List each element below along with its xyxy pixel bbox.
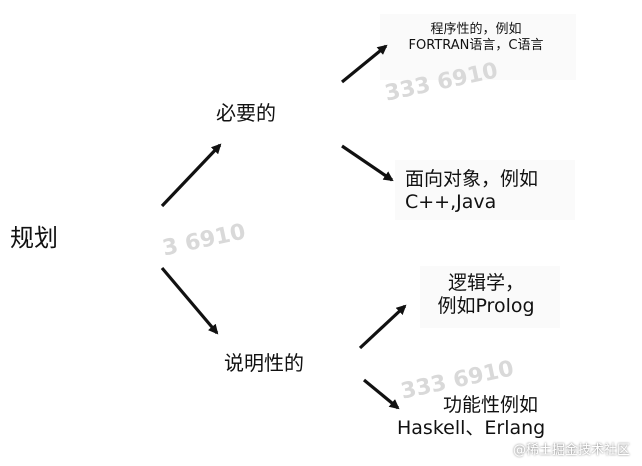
- arrow-necessary-to-procedural: [340, 44, 388, 84]
- arrow-necessary-to-object-oriented: [341, 144, 394, 182]
- leaf-logic-line1: 逻辑学，: [447, 272, 524, 294]
- arrow-descriptive-to-functional: [362, 378, 400, 410]
- leaf-object-oriented-line1: 面向对象，例如: [405, 168, 539, 190]
- leaf-logic: 逻辑学， 例如Prolog: [430, 272, 542, 318]
- leaf-procedural: 程序性的，例如 FORTRAN语言，C语言: [390, 22, 562, 53]
- leaf-procedural-line1: 程序性的，例如: [430, 22, 522, 37]
- arrow-descriptive-to-logic: [358, 304, 407, 350]
- leaf-functional-line2: Haskell、Erlang: [397, 416, 546, 439]
- leaf-background-object-oriented: [395, 160, 575, 220]
- leaf-logic-line2: 例如Prolog: [437, 294, 535, 317]
- leaf-object-oriented: 面向对象，例如 C++,Java: [405, 168, 538, 214]
- node-descriptive: 说明性的: [224, 351, 304, 375]
- leaf-object-oriented-line2: C++,Java: [405, 190, 497, 213]
- arrow-root-to-necessary: [160, 143, 222, 208]
- node-necessary: 必要的: [216, 101, 276, 125]
- leaf-functional: 功能性例如 Haskell、Erlang: [397, 394, 545, 440]
- leaf-background-procedural: [380, 14, 576, 80]
- leaf-functional-line1: 功能性例如: [443, 394, 539, 416]
- leaf-procedural-line2: FORTRAN语言，C语言: [408, 37, 544, 53]
- leaf-background-logic: [420, 266, 560, 328]
- arrow-root-to-descriptive: [160, 266, 219, 335]
- site-watermark: @稀土掘金技术社区: [512, 443, 630, 458]
- root-node-planning: 规划: [10, 224, 58, 252]
